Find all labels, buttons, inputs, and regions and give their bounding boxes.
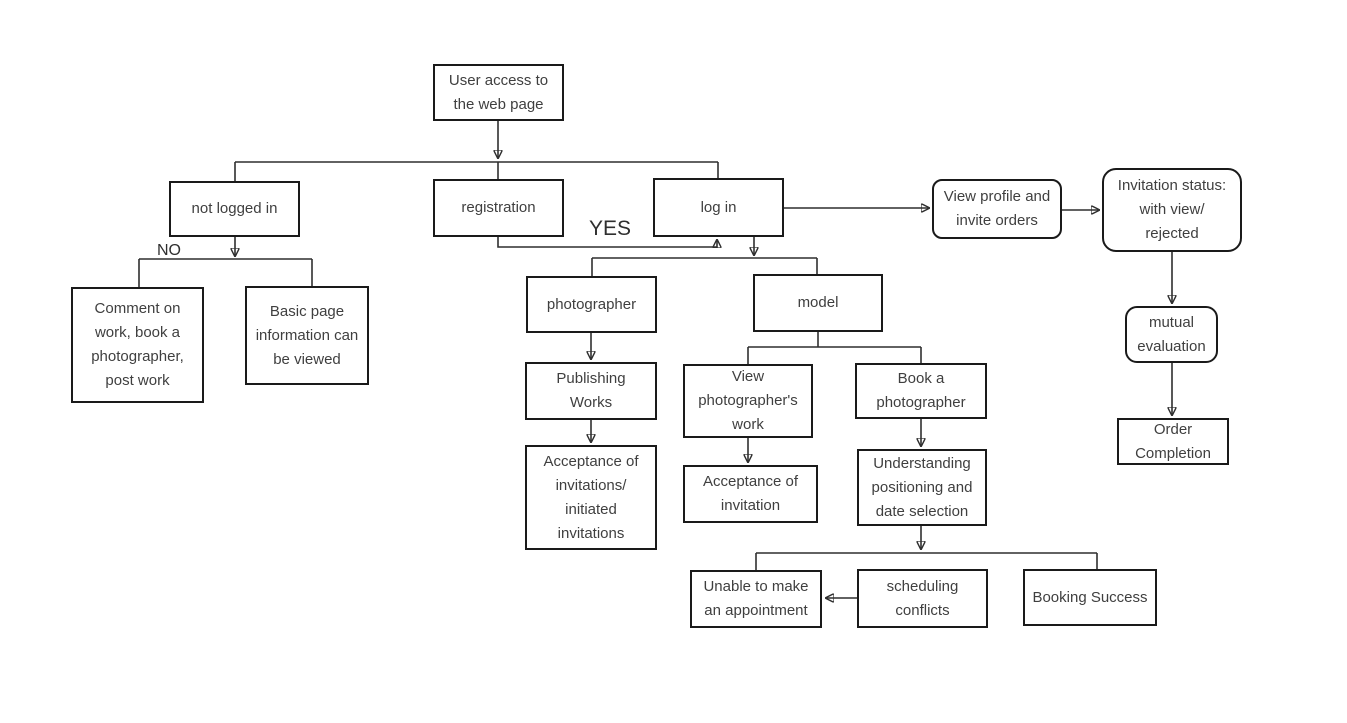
node-scheduling-conflicts: scheduling conflicts	[857, 569, 988, 628]
node-acceptance-of-invitation: Acceptance of invitation	[683, 465, 818, 523]
node-order-completion: Order Completion	[1117, 418, 1229, 465]
node-comment-on-work: Comment on work, book a photographer, po…	[71, 287, 204, 403]
node-basic-page-information: Basic page information can be viewed	[245, 286, 369, 385]
node-not-logged-in: not logged in	[169, 181, 300, 237]
edge-label-no: NO	[157, 242, 181, 259]
node-book-a-photographer: Book a photographer	[855, 363, 987, 419]
node-invitation-status: Invitation status: with view/ rejected	[1102, 168, 1242, 252]
edge-registration-yes-log-in	[497, 237, 717, 247]
edge-label-yes: YES	[589, 217, 632, 240]
node-mutual-evaluation: mutual evaluation	[1125, 306, 1218, 363]
node-photographer: photographer	[526, 276, 657, 333]
node-registration: registration	[433, 179, 564, 237]
node-unable-to-make-appointment: Unable to make an appointment	[690, 570, 822, 628]
node-model: model	[753, 274, 883, 332]
node-view-profile-invite-orders: View profile and invite orders	[932, 179, 1062, 239]
node-booking-success: Booking Success	[1023, 569, 1157, 626]
node-user-access: User access to the web page	[433, 64, 564, 121]
node-view-photographers-work: View photographer's work	[683, 364, 813, 438]
node-publishing-works: Publishing Works	[525, 362, 657, 420]
node-log-in: log in	[653, 178, 784, 237]
node-acceptance-of-invitations: Acceptance of invitations/ initiated inv…	[525, 445, 657, 550]
node-understanding-positioning: Understanding positioning and date selec…	[857, 449, 987, 526]
